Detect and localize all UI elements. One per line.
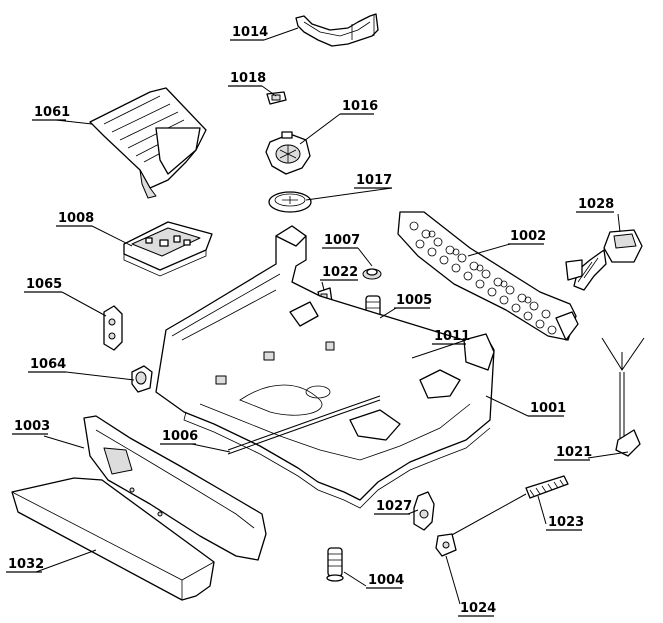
- part-1017-disc: [268, 191, 312, 213]
- part-1014-bracket: [295, 13, 379, 47]
- label-1028: 1028: [578, 197, 614, 212]
- label-1016: 1016: [342, 99, 378, 114]
- label-1032: 1032: [8, 557, 44, 572]
- part-1007-grommet: [362, 268, 382, 280]
- label-1007: 1007: [324, 233, 360, 248]
- part-1001-base: [155, 225, 495, 509]
- label-1027: 1027: [376, 499, 412, 514]
- part-1003-strip: [83, 415, 267, 561]
- label-1021: 1021: [556, 445, 592, 460]
- part-1064-knob: [131, 365, 153, 393]
- part-1028-inlet-valve: [565, 229, 643, 291]
- label-1018: 1018: [230, 71, 266, 86]
- label-1004: 1004: [368, 573, 404, 588]
- label-1065: 1065: [26, 277, 62, 292]
- part-1032-plinth: [11, 477, 215, 601]
- part-1018-clip: [266, 91, 287, 105]
- label-1011: 1011: [434, 329, 470, 344]
- label-1005: 1005: [396, 293, 432, 308]
- leader-lines: [35, 27, 629, 605]
- label-1002: 1002: [510, 229, 546, 244]
- label-1017: 1017: [356, 173, 392, 188]
- label-1001: 1001: [530, 401, 566, 416]
- label-1024: 1024: [460, 601, 496, 616]
- label-1008: 1008: [58, 211, 94, 226]
- part-1027-valve: [413, 491, 435, 531]
- label-1014: 1014: [232, 25, 268, 40]
- part-1006-rod: [227, 395, 381, 455]
- part-1008-board: [123, 221, 213, 277]
- part-1016-pump: [265, 131, 311, 175]
- label-1064: 1064: [30, 357, 66, 372]
- part-1024-fitting: [435, 533, 457, 557]
- label-1061: 1061: [34, 105, 70, 120]
- label-1022: 1022: [322, 265, 358, 280]
- part-labels: 1014 1018 1016 1017 1061 1008 1065 1064 …: [6, 25, 614, 617]
- part-1023-spring: [449, 475, 569, 537]
- part-1002-rear-panel: [397, 211, 579, 341]
- label-1006: 1006: [162, 429, 198, 444]
- part-1004-foot: [326, 547, 344, 582]
- part-1065-bracket: [103, 305, 123, 351]
- part-1061-cover: [89, 87, 207, 199]
- part-1021-cord: [601, 337, 645, 457]
- label-1023: 1023: [548, 515, 584, 530]
- label-1003: 1003: [14, 419, 50, 434]
